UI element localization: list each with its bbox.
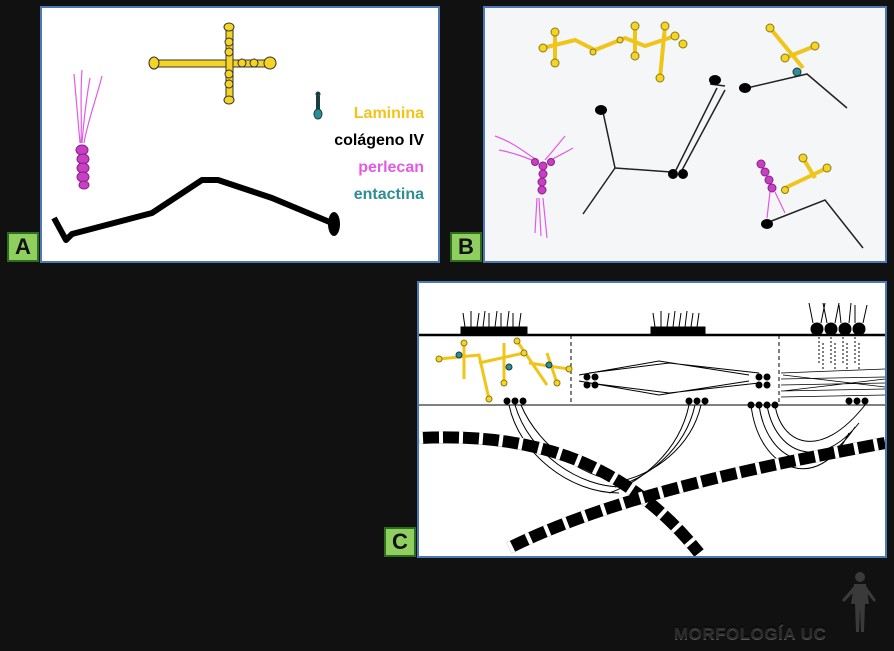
laminin-network-c [435,337,573,403]
panel-c-drawing [419,302,885,556]
legend-laminin: Laminina [353,105,424,122]
legend-collagen-iv: colágeno IV [334,132,424,149]
legend: Laminina colágeno IV perlecan entactina [334,100,424,208]
human-figure-logo [842,572,876,632]
badge-c: C [384,527,416,557]
cell-surface-receptors [460,302,868,336]
perlecan-molecule [73,69,103,190]
legend-perlecan: perlecan [358,159,424,176]
laminin-entactin-complex [739,23,848,109]
perlecan-network [494,135,574,239]
badge-a: A [7,232,39,262]
badge-b: B [450,232,482,262]
laminin-network [538,21,688,83]
panel-a-drawing [51,22,340,243]
perlecan-laminin-complex [756,153,864,249]
basement-membrane-layers [419,333,885,406]
fibrillar-region [780,337,885,398]
collagen-fibers [419,431,885,556]
watermark: MORFOLOGÍA UC [674,624,827,643]
panel-c [417,281,887,558]
collagen-iv-network [582,75,726,215]
panel-a: Laminina colágeno IV perlecan entactina [40,6,440,263]
entactin-molecule [313,91,323,120]
legend-entactin: entactina [353,186,424,203]
laminin-molecule [148,22,277,105]
panel-b-drawing [494,21,864,249]
panel-b [483,6,887,263]
collagen-iv-molecule [51,177,340,243]
